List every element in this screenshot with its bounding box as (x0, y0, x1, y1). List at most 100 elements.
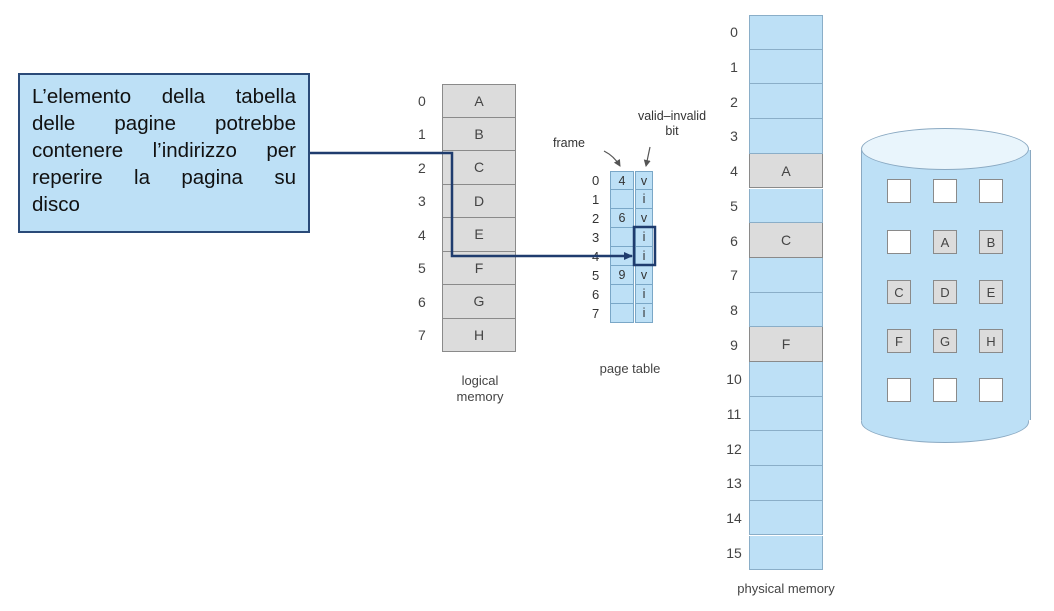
physical-frame-cell (749, 362, 823, 397)
callout-line-4: reperire la pagina su (32, 166, 296, 189)
page-table-frame-cell (610, 190, 634, 209)
bit-label-line: valid–invalid (637, 109, 707, 123)
page-table-bit-cell: i (635, 228, 653, 247)
logical-page-cell: E (442, 218, 516, 252)
disk-slot: H (979, 329, 1003, 353)
frame-index: 6 (730, 232, 738, 249)
page-table-index: 1 (592, 192, 600, 207)
physical-frame-cell (749, 292, 823, 328)
physical-frame-cell (749, 49, 823, 85)
page-table-bit-cell: i (635, 190, 653, 209)
frame-label: frame (553, 136, 585, 150)
disk-slot (933, 179, 957, 203)
callout-line-1: L’elemento della tabella (32, 85, 296, 108)
logical-index: 1 (418, 126, 426, 143)
disk-slot (887, 378, 911, 402)
frame-pointer-arrow (603, 150, 621, 167)
physical-frame-cell (749, 535, 823, 571)
callout-line-2: delle pagine potrebbe (32, 112, 296, 135)
disk-slot: A (933, 230, 957, 254)
page-table-bit-cell: v (635, 171, 653, 190)
page-table-frame-cell: 4 (610, 171, 634, 190)
physical-frame-cell (749, 257, 823, 293)
frame-index: 10 (726, 371, 742, 388)
physical-frame-cell (749, 466, 823, 501)
logical-page-cell: C (442, 151, 516, 185)
frame-index: 13 (726, 475, 742, 492)
disk-slot: C (887, 280, 911, 304)
frame-index: 2 (730, 93, 738, 110)
logical-index: 0 (418, 92, 426, 109)
invalid-entries-highlight (632, 225, 657, 267)
physical-frame-cell: F (749, 327, 823, 362)
disk-slot (887, 230, 911, 254)
valid-invalid-bit-label: valid–invalid bit (637, 109, 707, 139)
page-table-caption: page table (599, 361, 661, 376)
disk-slot (979, 378, 1003, 402)
physical-frame-cell (749, 188, 823, 224)
physical-frame-cell (749, 119, 823, 154)
frame-index: 7 (730, 267, 738, 284)
physical-frame-cell (749, 431, 823, 467)
frame-index: 4 (730, 163, 738, 180)
page-table-index: 6 (592, 287, 600, 302)
page-table-frame-cell (610, 285, 634, 304)
disk-slot: D (933, 280, 957, 304)
bit-label-line: bit (665, 124, 679, 138)
page-table-index: 7 (592, 306, 600, 321)
physical-frame-cell: C (749, 223, 823, 258)
bit-pointer-arrow (643, 146, 651, 167)
disk-top (861, 128, 1029, 170)
physical-frame-cell (749, 15, 823, 50)
logical-memory-caption: logical memory (440, 373, 520, 405)
frame-index: 5 (730, 197, 738, 214)
frame-index: 3 (730, 128, 738, 145)
disk-slot: E (979, 280, 1003, 304)
page-table-frame-cell (610, 304, 634, 323)
physical-frame-cell: A (749, 153, 823, 189)
callout-line-3: contenere l’indirizzo per (32, 139, 296, 162)
page-table-index: 3 (592, 230, 600, 245)
page-table-bit-cell: v (635, 266, 653, 285)
frame-index: 14 (726, 510, 742, 527)
logical-index: 5 (418, 260, 426, 277)
disk-slot: B (979, 230, 1003, 254)
page-table-index: 0 (592, 173, 600, 188)
callout-connector-arrow (310, 151, 633, 260)
disk-slot (979, 179, 1003, 203)
physical-frame-cell (749, 84, 823, 120)
frame-index: 8 (730, 301, 738, 318)
frame-index: 0 (730, 24, 738, 41)
logical-index: 6 (418, 293, 426, 310)
callout-line-5: disco (32, 193, 80, 216)
frame-index: 1 (730, 59, 738, 76)
page-table-bit-cell: i (635, 285, 653, 304)
disk-slot: G (933, 329, 957, 353)
logical-page-cell: D (442, 184, 516, 218)
frame-index: 9 (730, 336, 738, 353)
physical-frame-cell (749, 396, 823, 432)
disk-slot (887, 179, 911, 203)
page-table-index: 2 (592, 211, 600, 226)
frame-index: 12 (726, 440, 742, 457)
logical-index: 2 (418, 159, 426, 176)
page-table-index: 5 (592, 268, 600, 283)
page-table-bit-cell: i (635, 304, 653, 323)
page-table-frame-cell: 9 (610, 266, 634, 285)
frame-index: 15 (726, 544, 742, 561)
disk-slot (933, 378, 957, 402)
physical-memory-caption: physical memory (737, 581, 835, 596)
logical-index: 7 (418, 327, 426, 344)
logical-index: 3 (418, 193, 426, 210)
caption-line: memory (456, 389, 504, 404)
callout-box: L’elemento della tabella delle pagine po… (18, 73, 310, 233)
frame-index: 11 (726, 406, 742, 423)
page-table-frame-cell: 6 (610, 209, 634, 228)
logical-page-cell: A (442, 84, 516, 118)
logical-page-cell: G (442, 285, 516, 319)
logical-page-cell: B (442, 117, 516, 151)
disk-slot: F (887, 329, 911, 353)
caption-line: logical (461, 373, 499, 388)
logical-index: 4 (418, 226, 426, 243)
